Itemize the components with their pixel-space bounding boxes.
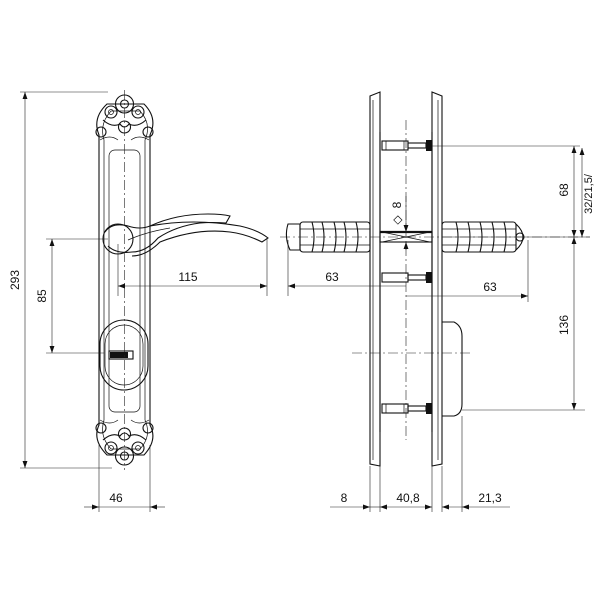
dim-lever-projection-right: 63 <box>483 280 497 294</box>
dim-spindle-prefix: ◇ <box>390 215 404 225</box>
outer-plate <box>431 91 443 467</box>
top-screw <box>381 140 432 151</box>
front-view <box>95 90 269 470</box>
cylinder-housing <box>442 321 463 417</box>
middle-screw <box>381 272 432 283</box>
front-dimensions: 293 85 115 46 <box>8 92 267 510</box>
side-dimensions: 63 63 8 ◇ 68 32/21,5/ 136 8 40,8 21,3 <box>288 146 595 510</box>
dim-handle-to-key: 85 <box>35 289 49 303</box>
dim-spindle: 8 <box>390 201 404 208</box>
key-escutcheon <box>99 319 149 391</box>
dim-inner-depth: 40,8 <box>396 491 420 505</box>
lever-handle <box>102 213 269 257</box>
dim-outer-depth: 21,3 <box>478 491 502 505</box>
dim-lever-projection-left: 63 <box>325 270 339 284</box>
back-plate-outline <box>96 103 154 456</box>
dim-lever-length: 115 <box>178 270 197 284</box>
dim-rose-offset: 8 <box>341 491 348 505</box>
inner-plate <box>369 91 381 467</box>
dim-spindle-to-screw: 136 <box>557 315 571 335</box>
dim-plate-width: 46 <box>109 491 123 505</box>
side-extension-lines <box>287 145 590 512</box>
bottom-screw <box>381 403 432 414</box>
dim-door-range: 32/21,5/ <box>583 173 595 214</box>
dim-total-height: 293 <box>8 270 22 290</box>
dim-top-to-spindle: 68 <box>557 183 571 197</box>
